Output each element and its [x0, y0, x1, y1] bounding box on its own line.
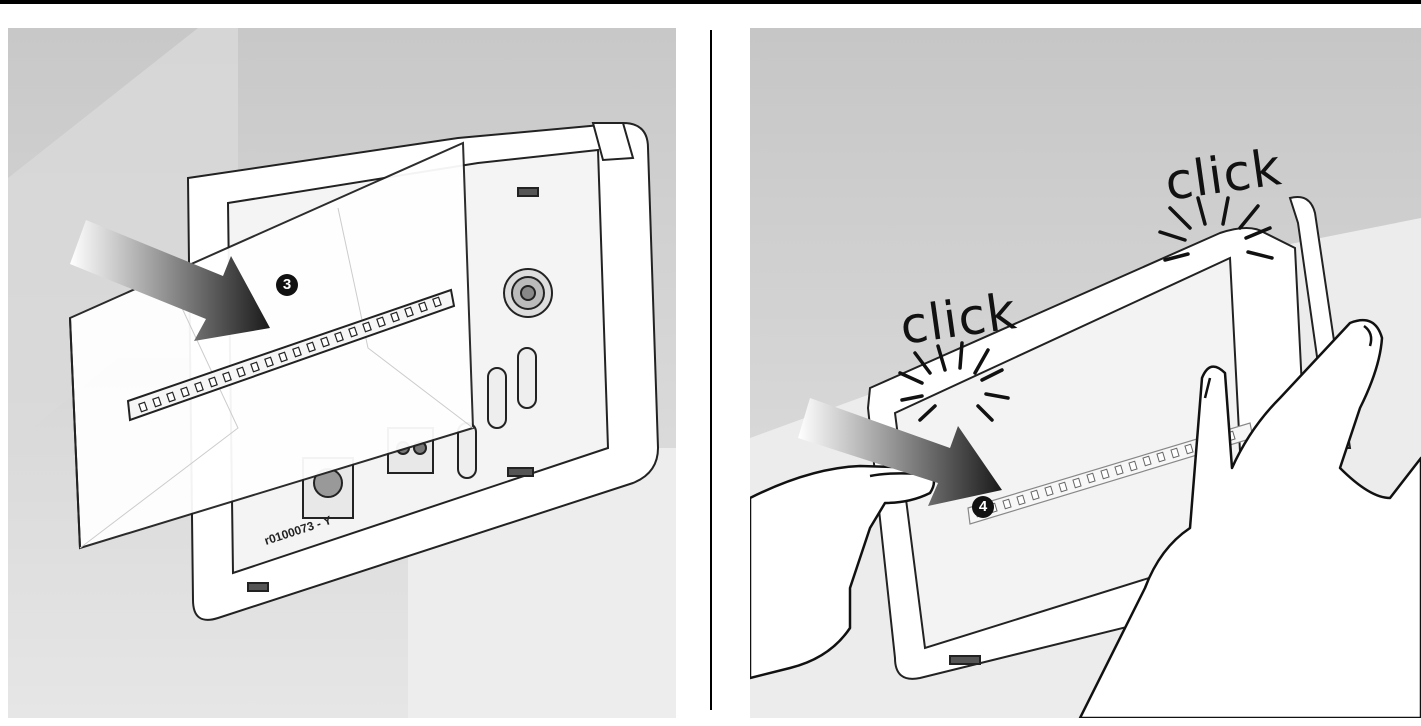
hand-icon: [1078, 318, 1421, 718]
panel-step-3: r0100073 - Y: [8, 28, 676, 718]
click-burst-icon: [1158, 196, 1274, 262]
push-arrow-icon: [798, 398, 1002, 506]
push-arrow-icon: [70, 220, 270, 341]
din-rail-slots: [138, 296, 442, 413]
panel-divider: [710, 30, 712, 710]
step-badge-4: 4: [972, 496, 994, 518]
front-cover: [68, 141, 475, 550]
click-burst-icon: [898, 341, 1010, 422]
top-rule: [0, 0, 1421, 4]
step-badge-3: 3: [276, 274, 298, 296]
panel-step-3-drawing: r0100073 - Y: [8, 28, 676, 718]
panel-step-4: 4 click click: [750, 28, 1421, 718]
panel-step-4-drawing: [750, 28, 1421, 718]
